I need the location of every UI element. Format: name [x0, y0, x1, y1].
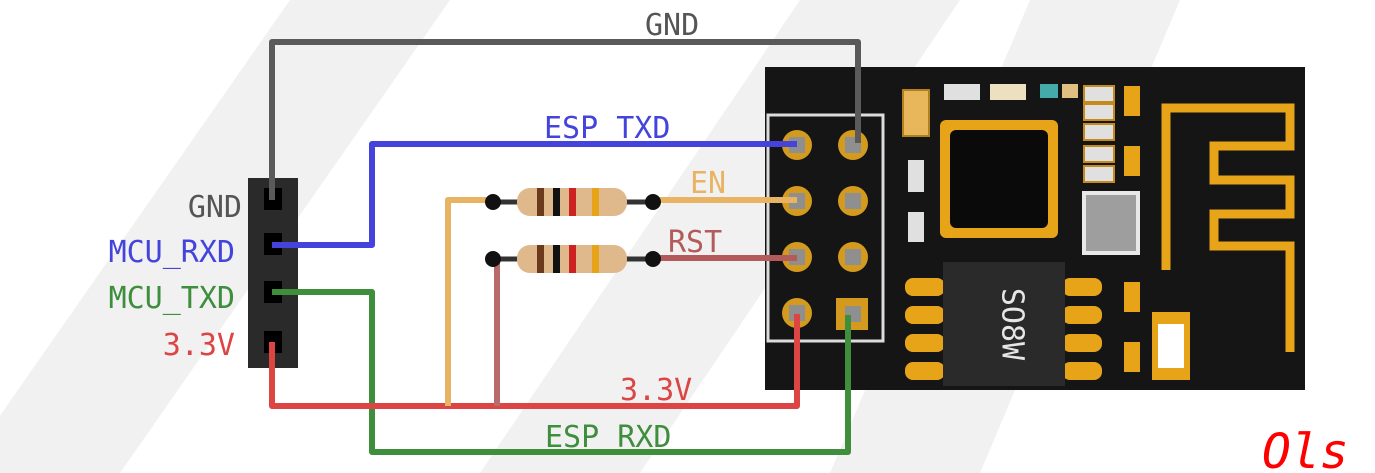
mcu-header	[248, 178, 298, 368]
resistor-en	[485, 188, 661, 216]
wire-esp-txd	[272, 141, 797, 248]
capacitor	[902, 89, 930, 137]
qfn-chip	[940, 120, 1058, 238]
label-gnd-top: GND	[645, 8, 699, 43]
resistor-rst	[485, 245, 661, 273]
pin-rxd	[836, 298, 868, 330]
pin-vcc	[782, 298, 812, 328]
crystal	[1082, 191, 1140, 255]
pin-gpio2	[838, 186, 868, 216]
handwriting-mark: Ols	[1262, 424, 1349, 473]
label-header-mcu-txd: MCU_TXD	[109, 281, 235, 316]
chip-marking: SO8W	[995, 288, 1030, 361]
pin-gpio0	[838, 242, 868, 272]
pin-gnd	[838, 130, 868, 160]
pin-header-outline	[766, 113, 885, 343]
flash-chip: SO8W	[905, 262, 1102, 386]
pcb-antenna	[1161, 103, 1295, 352]
label-header-gnd: GND	[188, 190, 242, 225]
label-header-mcu-rxd: MCU_RXD	[109, 235, 235, 270]
label-33v-bottom: 3.3V	[620, 373, 692, 408]
wire-en-pullup	[445, 197, 493, 406]
label-en: EN	[690, 166, 726, 201]
wire-gnd	[269, 39, 861, 200]
label-rst: RST	[668, 225, 722, 260]
label-header-33v: 3.3V	[163, 328, 235, 363]
wire-esp-rxd	[272, 289, 851, 455]
wire-vcc	[269, 314, 800, 409]
esp-pins	[782, 130, 868, 330]
label-esp-rxd: ESP_RXD	[545, 420, 671, 455]
label-esp-txd: ESP_TXD	[544, 111, 670, 146]
